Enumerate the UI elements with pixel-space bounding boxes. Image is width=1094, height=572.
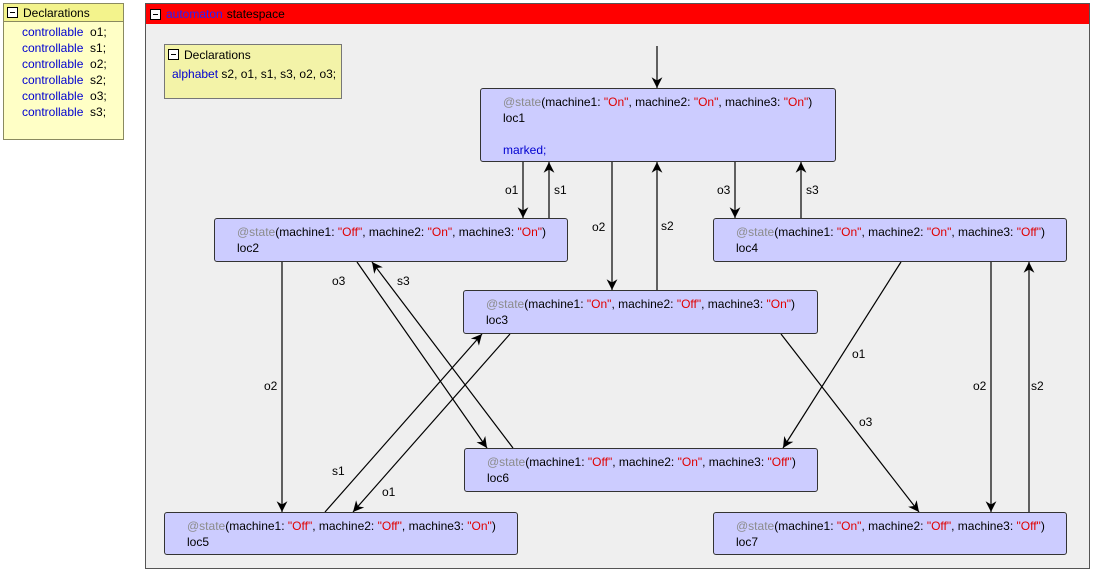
edge-loc3-loc5 (352, 333, 511, 513)
edge-loc6-loc2 (371, 261, 514, 449)
automaton-name: statespace (226, 7, 285, 21)
location-loc7[interactable]: @state(machine1: "On", machine2: "Off", … (713, 512, 1067, 555)
declaration-line: controllable o3; (22, 89, 107, 103)
automaton-declarations[interactable]: Declarations alphabet s2, o1, s1, s3, o2… (164, 44, 342, 99)
declaration-line: controllable s2; (22, 73, 107, 87)
transition-edges (276, 46, 1035, 513)
automaton-declarations-title: Declarations (184, 47, 251, 62)
location-name: loc2 (237, 241, 260, 255)
edge-label[interactable]: o3 (332, 274, 346, 288)
edge-label[interactable]: s2 (661, 219, 674, 233)
state-annotation: @state(machine1: "Off", machine2: "On", … (237, 225, 547, 239)
declaration-line: controllable o1; (22, 25, 107, 39)
collapse-icon[interactable] (168, 49, 179, 60)
automaton-kind: automaton (166, 7, 223, 21)
declaration-line: controllable o2; (22, 57, 107, 71)
alphabet-line: alphabet s2, o1, s1, s3, o2, o3; (172, 67, 337, 81)
declarations-title: Declarations (23, 5, 90, 20)
edge-label[interactable]: o3 (859, 415, 873, 429)
edge-loc2-loc6 (356, 261, 488, 449)
location-loc3[interactable]: @state(machine1: "On", machine2: "Off", … (463, 290, 818, 334)
edge-loc5-loc3 (324, 333, 483, 513)
location-name: loc1 (503, 111, 526, 125)
state-annotation: @state(machine1: "On", machine2: "On", m… (736, 225, 1046, 239)
state-annotation: @state(machine1: "On", machine2: "Off", … (736, 519, 1045, 533)
declaration-line: controllable s1; (22, 41, 107, 55)
edge-label[interactable]: o2 (592, 220, 606, 234)
edge-label[interactable]: o2 (973, 379, 987, 393)
automaton-frame[interactable]: automaton statespace Declarations alphab… (145, 3, 1090, 569)
location-loc4[interactable]: @state(machine1: "On", machine2: "On", m… (713, 218, 1067, 262)
edge-loc4-loc6 (782, 261, 902, 449)
declarations-panel: Declarations controllable o1; controllab… (3, 3, 124, 140)
state-annotation: @state(machine1: "On", machine2: "Off", … (486, 297, 796, 311)
location-name: loc6 (487, 471, 510, 485)
edge-label[interactable]: o3 (717, 183, 731, 197)
state-annotation: @state(machine1: "On", machine2: "On", m… (503, 95, 813, 109)
marked-label: marked; (503, 143, 547, 157)
edge-label[interactable]: s2 (1031, 379, 1044, 393)
edge-label[interactable]: o1 (852, 347, 866, 361)
edge-loc3-loc7 (780, 333, 920, 513)
location-loc2[interactable]: @state(machine1: "Off", machine2: "On", … (214, 218, 568, 262)
location-name: loc3 (486, 313, 509, 327)
collapse-icon[interactable] (7, 7, 18, 18)
edge-label[interactable]: s1 (332, 464, 345, 478)
location-name: loc5 (187, 535, 210, 549)
edge-label[interactable]: o1 (382, 485, 396, 499)
automaton-header[interactable]: automaton statespace (146, 4, 1089, 24)
location-loc1[interactable]: @state(machine1: "On", machine2: "On", m… (480, 88, 836, 162)
edge-label[interactable]: o2 (264, 379, 278, 393)
declarations-header: Declarations (4, 4, 123, 22)
edge-label[interactable]: s3 (806, 183, 819, 197)
state-annotation: @state(machine1: "Off", machine2: "On", … (487, 455, 796, 469)
edge-label[interactable]: s1 (554, 183, 567, 197)
location-loc5[interactable]: @state(machine1: "Off", machine2: "Off",… (164, 512, 518, 555)
state-annotation: @state(machine1: "Off", machine2: "Off",… (187, 519, 496, 533)
location-name: loc4 (736, 241, 759, 255)
collapse-icon[interactable] (150, 8, 161, 20)
declaration-line: controllable s3; (22, 105, 107, 119)
edge-label[interactable]: s3 (397, 274, 410, 288)
location-loc6[interactable]: @state(machine1: "Off", machine2: "On", … (464, 448, 818, 492)
edge-label[interactable]: o1 (505, 183, 519, 197)
location-name: loc7 (736, 535, 759, 549)
automaton-declarations-header: Declarations (165, 45, 341, 64)
